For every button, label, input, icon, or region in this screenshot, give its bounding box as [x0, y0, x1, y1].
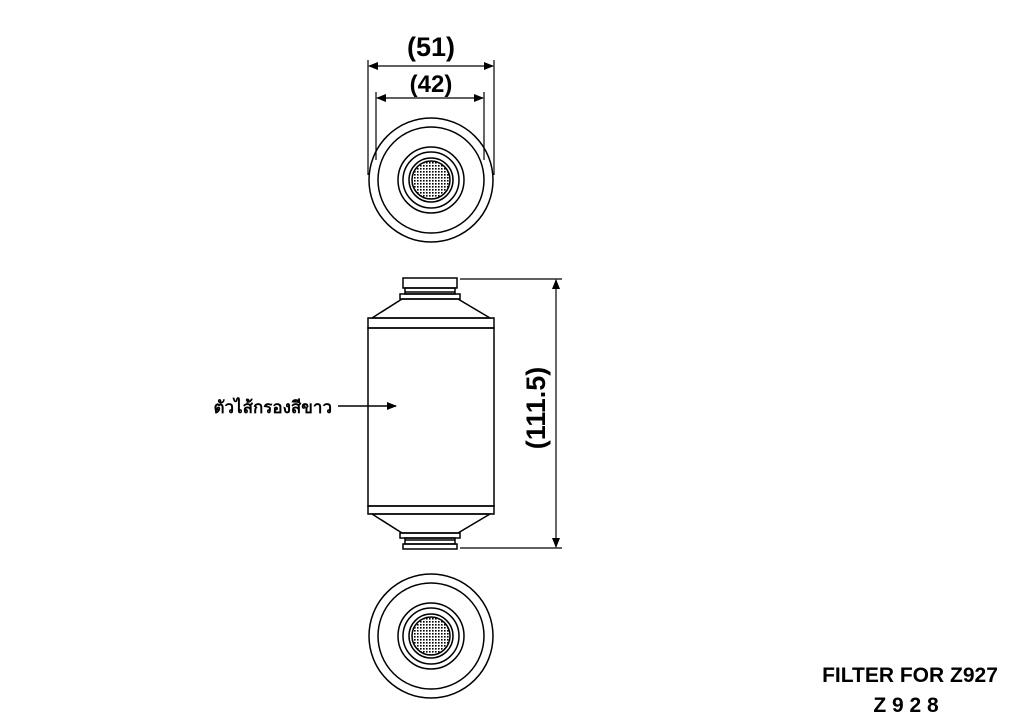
inner-diameter-label: (42)	[410, 71, 453, 98]
dimension-length	[460, 278, 562, 549]
top-mesh	[411, 160, 451, 200]
dimension-inner-diameter	[375, 92, 485, 160]
callout-label: ตัวไส้กรองสีขาว	[213, 397, 332, 418]
outer-diameter-label: (51)	[407, 32, 455, 62]
bottom-view	[368, 573, 494, 699]
side-view	[367, 277, 495, 550]
dimension-outer-diameter	[367, 60, 495, 175]
top-view	[368, 117, 494, 243]
length-label: (111.5)	[521, 367, 551, 450]
title-line-1: FILTER FOR Z927	[822, 664, 998, 687]
title-line-2: Z 9 2 8	[873, 694, 939, 717]
bottom-mesh	[411, 616, 451, 656]
